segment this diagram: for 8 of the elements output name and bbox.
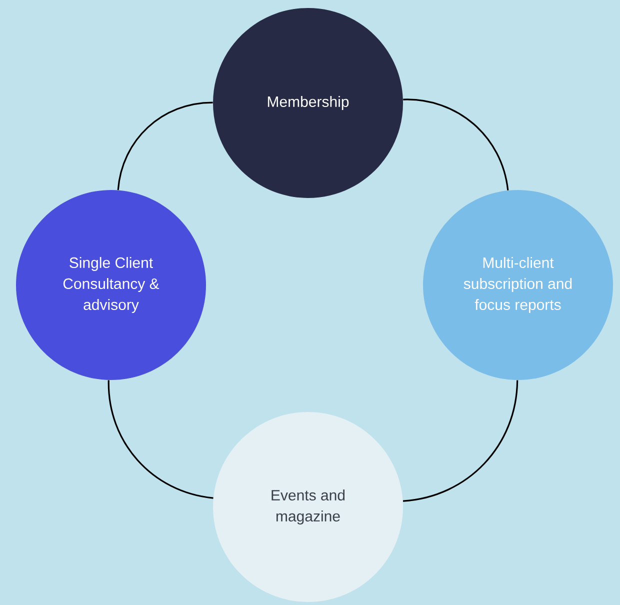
- ring-arc: [117, 102, 213, 190]
- circle-node: Single Client Consultancy & advisory: [16, 190, 206, 380]
- ring-arc: [108, 380, 214, 499]
- circle-node: Multi-client subscription and focus reports: [423, 190, 613, 380]
- circle-node: Events and magazine: [213, 412, 403, 602]
- ring-arc: [402, 380, 518, 502]
- ring-arc: [403, 98, 509, 190]
- circle-node: Membership: [213, 8, 403, 198]
